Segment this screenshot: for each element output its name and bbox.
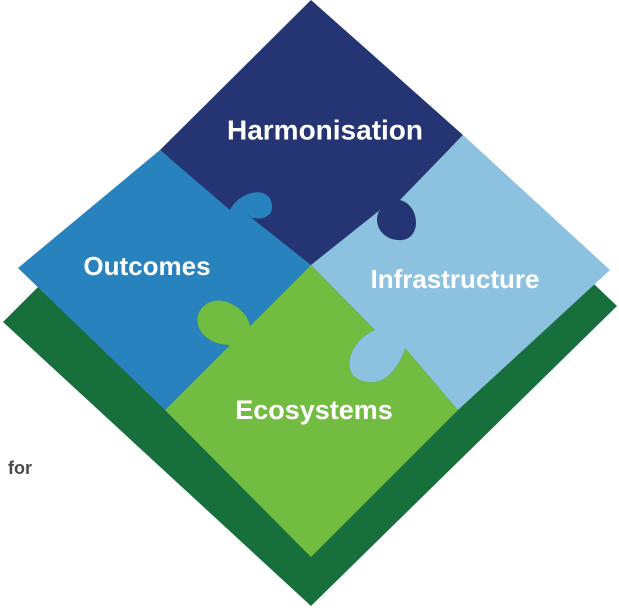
puzzle-piece-outcomes (18, 150, 311, 410)
puzzle-piece-infrastructure (311, 135, 610, 410)
puzzle-piece-harmonisation (160, 0, 463, 265)
ecosystems-label: Ecosystems (235, 395, 393, 425)
infrastructure-label: Infrastructure (370, 264, 539, 294)
side-text: for (8, 458, 32, 478)
outcomes-label: Outcomes (83, 251, 210, 281)
harmonisation-label: Harmonisation (227, 114, 423, 145)
puzzle-piece-ecosystems (165, 265, 458, 557)
